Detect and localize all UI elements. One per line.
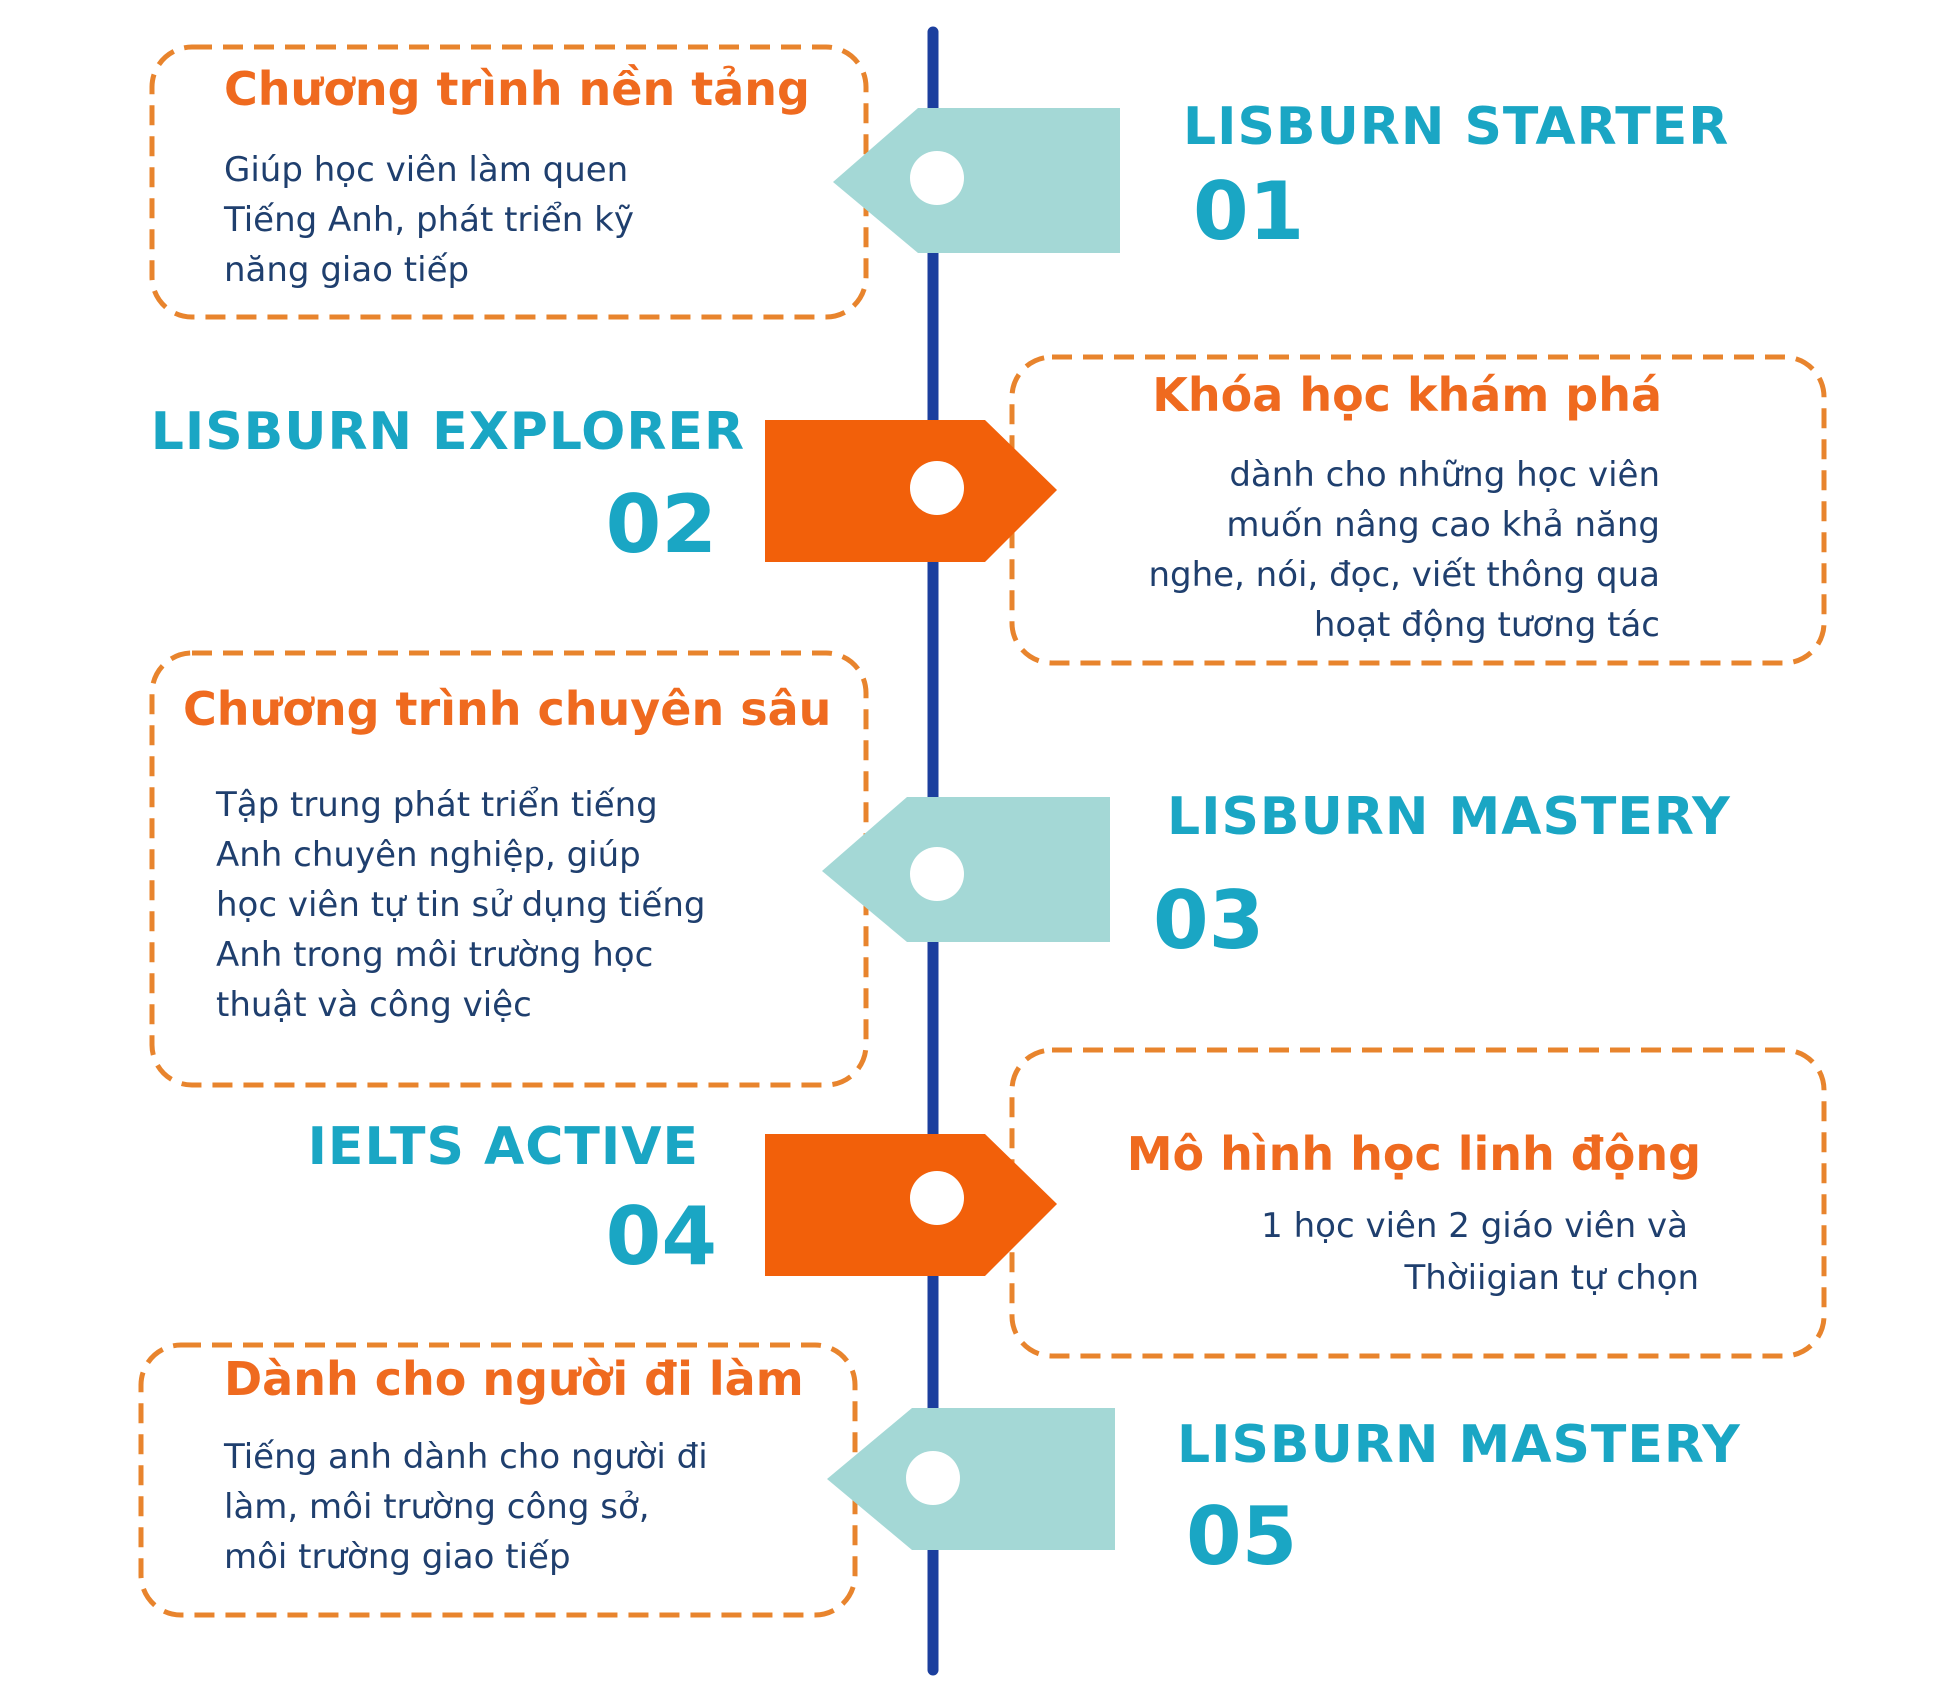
card-border-4 — [1009, 1047, 1827, 1359]
tag-hole-01 — [910, 151, 964, 205]
card-text-line: Thờiigian tự chọn — [1404, 1258, 1699, 1298]
card-text-line: 1 học viên 2 giáo viên và — [1261, 1206, 1688, 1246]
card-text-line: Tiếng anh dành cho người đi — [224, 1437, 708, 1477]
card-title: Chương trình nền tảng — [224, 62, 810, 116]
card-text-line: Anh chuyên nghiệp, giúp — [216, 835, 641, 875]
program-name: IELTS ACTIVE — [307, 1117, 699, 1177]
card-text-line: muốn nâng cao khả năng — [1226, 505, 1660, 545]
program-name: LISBURN STARTER — [1183, 97, 1730, 157]
program-number: 03 — [1153, 874, 1265, 967]
card-text-line: dành cho những học viên — [1229, 455, 1660, 495]
program-number: 05 — [1186, 1490, 1298, 1583]
program-number: 02 — [605, 478, 717, 571]
program-number: 01 — [1193, 165, 1305, 258]
card-title: Chương trình chuyên sâu — [183, 682, 832, 736]
card-title: Khóa học khám phá — [1152, 368, 1662, 422]
card-text-line: hoạt động tương tác — [1313, 605, 1660, 645]
tag-01 — [833, 108, 1120, 253]
tag-hole-04 — [910, 1171, 964, 1225]
card-text-line: nghe, nói, đọc, viết thông qua — [1148, 555, 1660, 595]
card-text-line: môi trường giao tiếp — [224, 1537, 571, 1577]
card-text-line: làm, môi trường công sở, — [224, 1487, 650, 1527]
card-title: Mô hình học linh động — [1126, 1127, 1701, 1181]
program-name: LISBURN MASTERY — [1167, 787, 1731, 847]
tag-03 — [822, 797, 1110, 942]
program-number: 04 — [605, 1190, 717, 1283]
card-text-line: thuật và công việc — [216, 985, 532, 1025]
card-text-line: Anh trong môi trường học — [216, 935, 654, 975]
tag-05 — [827, 1408, 1115, 1550]
tag-hole-03 — [910, 847, 964, 901]
tag-hole-02 — [910, 461, 964, 515]
card-text-line: Giúp học viên làm quen — [224, 150, 629, 190]
card-title: Dành cho người đi làm — [224, 1352, 804, 1406]
card-text-line: Tiếng Anh, phát triển kỹ — [224, 200, 634, 240]
tag-hole-05 — [906, 1451, 960, 1505]
card-text-line: học viên tự tin sử dụng tiếng — [216, 885, 706, 925]
program-name: LISBURN MASTERY — [1177, 1415, 1741, 1475]
card-text-line: Tập trung phát triển tiếng — [216, 785, 658, 825]
card-text-line: năng giao tiếp — [224, 250, 470, 290]
program-name: LISBURN EXPLORER — [150, 402, 745, 462]
